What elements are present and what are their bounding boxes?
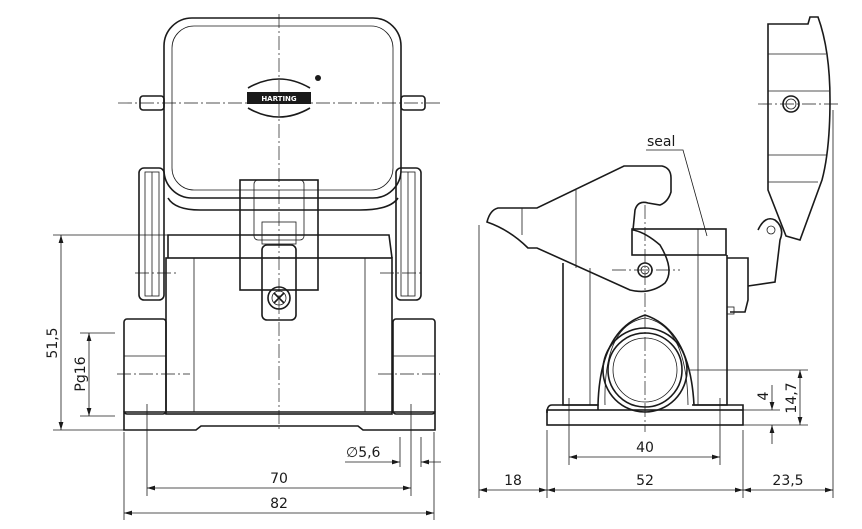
dimension-18: 18: [478, 225, 548, 498]
dim-label-14-7: 14,7: [784, 382, 800, 413]
dimension-14-7: 14,7: [690, 369, 808, 426]
dimension-overall-width: 82: [123, 432, 435, 520]
front-view: HARTING: [45, 14, 441, 520]
dim-label-82: 82: [270, 496, 288, 512]
seal-label: seal: [647, 134, 675, 150]
dim-label-18: 18: [504, 473, 522, 489]
dim-label-52: 52: [636, 473, 654, 489]
svg-text:HARTING: HARTING: [261, 95, 297, 103]
right-lever: [395, 167, 422, 301]
dimension-4: 4: [743, 385, 780, 444]
dim-label-70: 70: [270, 471, 288, 487]
harting-logo: HARTING: [247, 75, 321, 118]
dim-label-23-5: 23,5: [772, 473, 803, 489]
dimension-thread: Pg16: [73, 332, 115, 417]
dimension-23-5: 23,5: [743, 110, 834, 498]
left-lever: [138, 167, 165, 301]
dim-label-40: 40: [636, 440, 654, 456]
side-cover: [747, 16, 831, 287]
front-housing: [123, 234, 436, 431]
dimension-hole-spacing: 70: [146, 404, 412, 496]
dim-label-height: 51,5: [45, 327, 61, 358]
seal-callout: seal: [646, 134, 708, 237]
dimension-hole-diameter: ∅5,6: [345, 437, 441, 467]
dimension-height: 51,5: [45, 234, 168, 431]
front-cover: [139, 17, 426, 211]
side-view: seal 40 18 52 23,5: [478, 16, 838, 498]
dim-label-hole-diameter: ∅5,6: [346, 445, 381, 461]
dimension-40: 40: [568, 398, 721, 465]
side-housing: [546, 228, 749, 426]
dim-label-thread: Pg16: [73, 356, 89, 391]
dim-label-4: 4: [756, 391, 772, 400]
dimension-52: 52: [547, 430, 744, 498]
